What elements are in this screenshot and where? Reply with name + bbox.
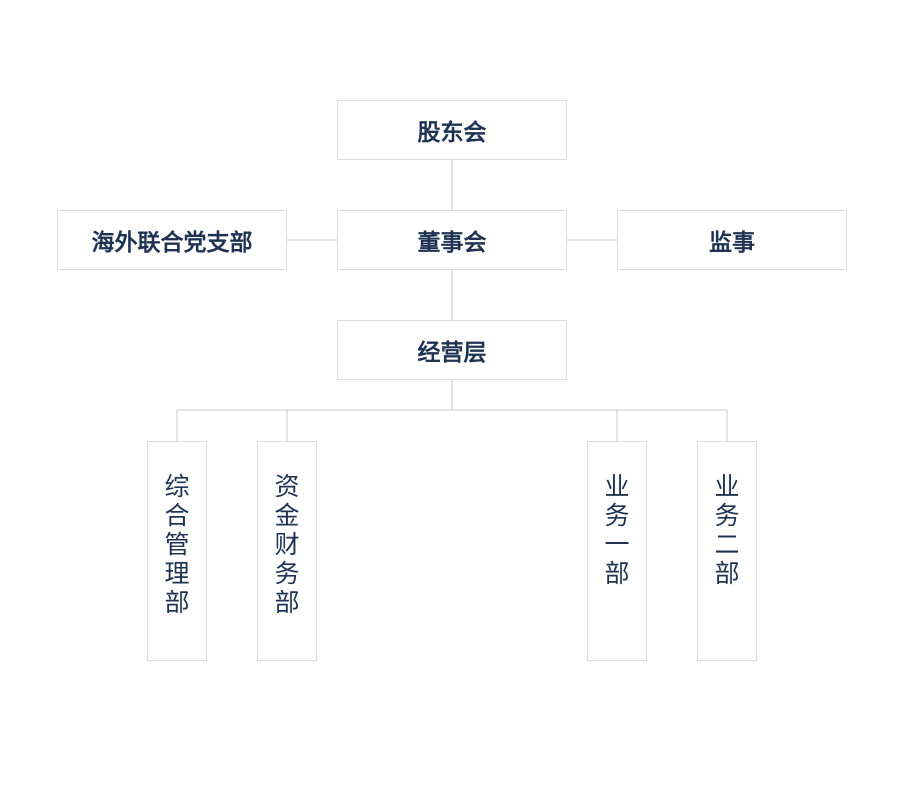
- node-dept-general-management: 综合管理部: [147, 441, 207, 661]
- node-party-branch-label: 海外联合党支部: [91, 230, 253, 256]
- node-dept-finance: 资金财务部: [257, 441, 317, 661]
- node-dept-finance-label: 资金财务部: [274, 472, 300, 617]
- node-dept-business-two: 业务二部: [697, 441, 757, 661]
- node-management: 经营层: [337, 320, 567, 380]
- node-shareholders: 股东会: [337, 100, 567, 160]
- node-board-label: 董事会: [417, 230, 487, 256]
- node-supervisor-label: 监事: [709, 230, 755, 256]
- node-party-branch: 海外联合党支部: [57, 210, 287, 270]
- node-dept-business-two-label: 业务二部: [714, 472, 740, 588]
- node-dept-business-one: 业务一部: [587, 441, 647, 661]
- node-board: 董事会: [337, 210, 567, 270]
- node-supervisor: 监事: [617, 210, 847, 270]
- node-dept-business-one-label: 业务一部: [604, 472, 630, 588]
- node-management-label: 经营层: [417, 340, 487, 366]
- node-dept-general-management-label: 综合管理部: [164, 472, 190, 617]
- node-shareholders-label: 股东会: [417, 120, 487, 146]
